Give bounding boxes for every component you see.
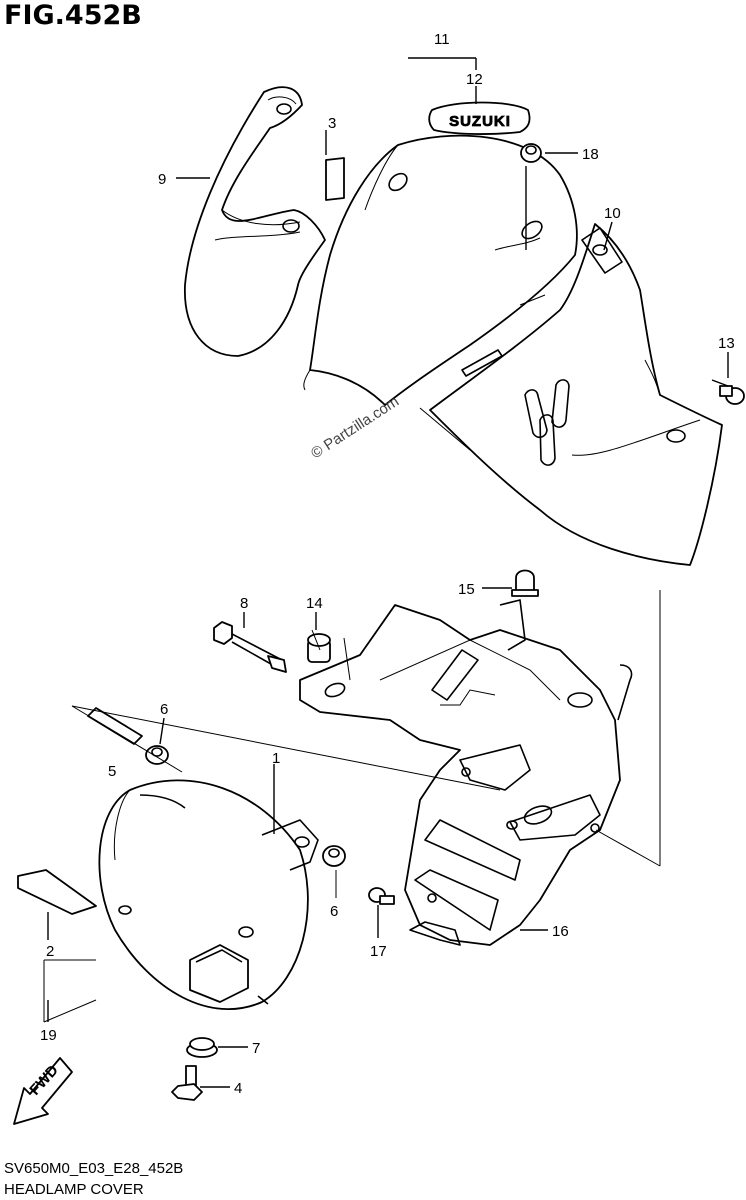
callout-19: 19 xyxy=(40,1027,57,1044)
part-9-side-panel[interactable] xyxy=(184,86,326,357)
part-2-label[interactable] xyxy=(17,869,97,915)
part-15-clip[interactable] xyxy=(511,569,539,597)
reference-lines xyxy=(71,590,661,898)
part-19-label[interactable] xyxy=(43,959,97,1023)
part-7-grommet[interactable] xyxy=(186,1037,218,1058)
part-13-screw[interactable] xyxy=(711,379,745,405)
figure-code: SV650M0_E03_E28_452B xyxy=(4,1160,184,1177)
part-18-grommet[interactable] xyxy=(520,143,542,163)
callout-9: 9 xyxy=(158,171,166,188)
callout-1: 1 xyxy=(272,750,280,767)
part-4-bolt[interactable] xyxy=(171,1065,203,1101)
callout-18: 18 xyxy=(582,146,599,163)
part-14-grommet[interactable] xyxy=(307,633,331,663)
callout-3: 3 xyxy=(328,115,336,132)
callout-6-lower: 6 xyxy=(330,903,338,920)
callout-2: 2 xyxy=(46,943,54,960)
figure-title: FIG.452B xyxy=(4,0,142,31)
leader-lines xyxy=(47,86,729,1088)
part-3-label[interactable] xyxy=(325,157,345,201)
emblem-text: SUZUKI xyxy=(449,113,511,130)
callout-16: 16 xyxy=(552,923,569,940)
callout-14: 14 xyxy=(306,595,323,612)
fwd-arrow-icon: FWD xyxy=(13,1057,73,1125)
part-6-grommet-upper[interactable] xyxy=(145,745,169,765)
part-16-bracket[interactable] xyxy=(299,599,633,946)
part-1-headlamp-housing[interactable] xyxy=(98,779,319,1011)
part-8-bolt[interactable] xyxy=(213,621,287,673)
callout-8: 8 xyxy=(240,595,248,612)
part-6-grommet-lower[interactable] xyxy=(322,845,346,867)
callout-6-upper: 6 xyxy=(160,701,168,718)
callout-10: 10 xyxy=(604,205,621,222)
part-5-rod[interactable] xyxy=(87,707,143,745)
callout-13: 13 xyxy=(718,335,735,352)
callout-5: 5 xyxy=(108,763,116,780)
callout-7: 7 xyxy=(252,1040,260,1057)
figure-name: HEADLAMP COVER xyxy=(4,1181,144,1198)
part-17-screw[interactable] xyxy=(368,887,395,905)
part-12-emblem[interactable] xyxy=(428,101,531,135)
callout-17: 17 xyxy=(370,943,387,960)
callout-4: 4 xyxy=(234,1080,242,1097)
callout-15: 15 xyxy=(458,581,475,598)
part-11-marker xyxy=(408,57,477,70)
part-cowl-front-cover[interactable] xyxy=(303,134,578,451)
callout-11: 11 xyxy=(434,31,450,48)
callout-12: 12 xyxy=(466,71,483,88)
part-10-side-cover[interactable] xyxy=(429,223,723,566)
